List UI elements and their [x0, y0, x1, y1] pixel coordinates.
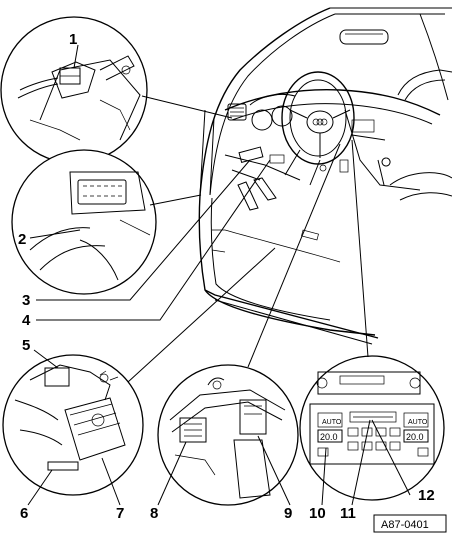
callout-5: 5 [22, 337, 30, 354]
detail-circle-5-7 [2, 354, 144, 496]
rear-view-mirror [339, 29, 389, 45]
detail-circle-10-12: AUTO AUTO 20.0 20.0 [299, 355, 445, 501]
auto-right-label: AUTO [408, 419, 428, 426]
right-temp-value: 20.0 [406, 432, 424, 442]
callout-1: 1 [69, 31, 77, 48]
diagnostic-connector [77, 179, 127, 205]
callout-6: 6 [20, 505, 28, 522]
leader-lines [27, 44, 411, 506]
right-temp-display [403, 429, 429, 443]
detail-circle-8-9 [157, 364, 299, 506]
car-interior-illustration [198, 7, 452, 345]
component-9 [239, 399, 267, 435]
auto-left-label: AUTO [322, 419, 342, 426]
instrument-gauge-left [251, 109, 273, 131]
control-unit-5 [44, 367, 70, 387]
housing-7 [64, 397, 126, 461]
center-console-panel [351, 119, 375, 133]
callout-11: 11 [340, 505, 356, 522]
callout-9: 9 [284, 505, 292, 522]
detail-circle-1 [0, 16, 148, 164]
left-air-vent [227, 103, 247, 121]
callout-8: 8 [150, 505, 158, 522]
callout-10: 10 [309, 505, 326, 522]
relay-6 [47, 461, 79, 471]
component-8 [179, 417, 207, 443]
callout-7: 7 [116, 505, 124, 522]
callout-labels: 1 2 3 4 5 6 7 8 9 10 11 12 [18, 31, 435, 522]
climatronic-panel [309, 403, 435, 465]
callout-2: 2 [18, 231, 26, 248]
callout-4: 4 [22, 312, 31, 329]
fuse-box-cover [238, 146, 264, 164]
pedal-left [237, 181, 259, 211]
steering-wheel [281, 71, 355, 165]
pedal-right [253, 177, 277, 201]
left-temp-value: 20.0 [320, 432, 338, 442]
steering-hub [306, 110, 334, 134]
reference-code: A87-0401 [381, 519, 429, 531]
callout-12: 12 [418, 487, 435, 504]
reference-code-box: A87-0401 [373, 514, 447, 533]
left-temp-display [317, 429, 343, 443]
callout-3: 3 [22, 292, 30, 309]
detail-circle-2 [11, 149, 157, 295]
